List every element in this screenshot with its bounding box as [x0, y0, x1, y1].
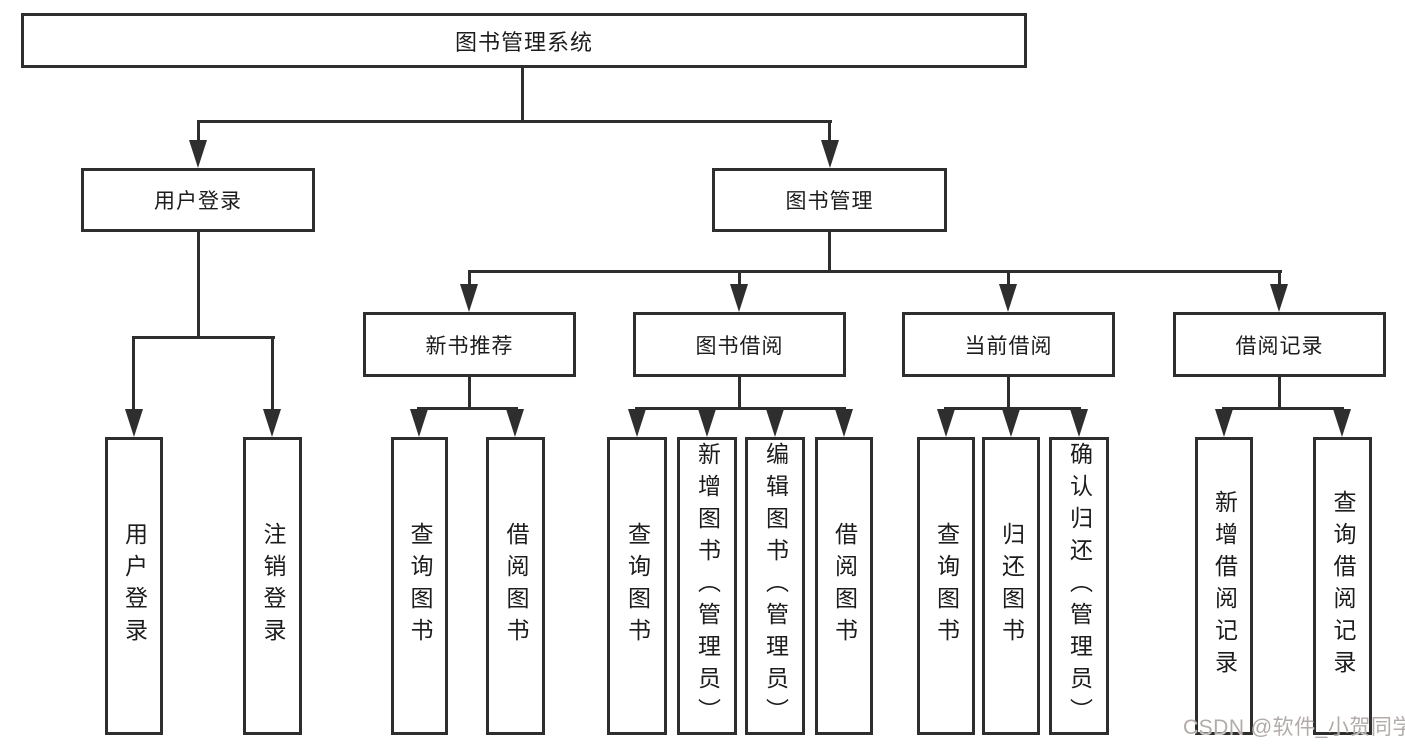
leaf-cb-return-books-label: 归还图书	[998, 522, 1025, 650]
leaf-bb-edit-books-admin-label: 编辑图书（管理员）	[762, 442, 789, 730]
leaf-bb-edit-books-admin: 编辑图书（管理员）	[745, 437, 805, 735]
leaf-user-login: 用户登录	[105, 437, 163, 735]
node-book-borrowing: 图书借阅	[633, 312, 846, 377]
leaf-cb-query-books-label: 查询图书	[933, 522, 960, 650]
arrow-down-icon	[506, 409, 524, 437]
connector-stub	[1007, 377, 1010, 407]
arrow-down-icon	[1333, 409, 1351, 437]
connector-cb-hline	[944, 407, 1081, 410]
node-current-borrowing: 当前借阅	[902, 312, 1115, 377]
connector-nbr-hline	[417, 407, 518, 410]
arrow-down-icon	[460, 284, 478, 312]
arrow-down-icon	[125, 409, 143, 437]
leaf-br-query-record: 查询借阅记录	[1313, 437, 1372, 735]
node-root-label: 图书管理系统	[454, 29, 593, 55]
arrow-down-icon	[730, 284, 748, 312]
leaf-logout-label: 注销登录	[260, 522, 286, 650]
arrow-down-icon	[999, 284, 1017, 312]
connector-br-hline	[1222, 407, 1344, 410]
leaf-cb-return-books: 归还图书	[982, 437, 1040, 735]
connector-drop	[132, 339, 135, 409]
arrow-down-icon	[1070, 409, 1088, 437]
leaf-bb-add-books-admin: 新增图书（管理员）	[677, 437, 737, 735]
node-book-management: 图书管理	[712, 168, 947, 232]
csdn-watermark: CSDN @软件_小贺同学	[1183, 716, 1405, 739]
leaf-br-query-record-label: 查询借阅记录	[1330, 490, 1356, 682]
leaf-bb-query-books-label: 查询图书	[624, 522, 651, 650]
leaf-nbr-borrow-books-label: 借阅图书	[503, 522, 529, 650]
connector-level2-hline	[468, 270, 1282, 273]
connector-stub	[1278, 377, 1281, 407]
leaf-bb-add-books-admin-label: 新增图书（管理员）	[694, 442, 721, 730]
arrow-down-icon	[1002, 409, 1020, 437]
node-new-book-recommend-label: 新书推荐	[425, 334, 514, 358]
arrow-down-icon	[410, 409, 428, 437]
connector-drop	[1278, 273, 1281, 284]
connector-bookmgmt-drop	[828, 123, 831, 140]
leaf-bb-borrow-books: 借阅图书	[815, 437, 873, 735]
connector-root-stub	[521, 68, 524, 120]
connector-bookmgmt-stub	[828, 232, 831, 270]
leaf-nbr-query-books: 查询图书	[391, 437, 448, 735]
connector-userlogin-drop	[197, 123, 200, 140]
leaf-cb-confirm-return-admin-label: 确认归还（管理员）	[1066, 442, 1093, 730]
connector-level1-hline	[197, 120, 832, 123]
leaf-cb-confirm-return-admin: 确认归还（管理员）	[1049, 437, 1109, 735]
node-borrowing-records: 借阅记录	[1173, 312, 1386, 377]
leaf-nbr-query-books-label: 查询图书	[407, 522, 433, 650]
node-user-login: 用户登录	[81, 168, 315, 232]
arrow-down-icon	[1215, 409, 1233, 437]
connector-drop	[468, 273, 471, 284]
node-new-book-recommend: 新书推荐	[363, 312, 576, 377]
leaf-br-add-record: 新增借阅记录	[1195, 437, 1253, 735]
connector-bb-hline	[635, 407, 846, 410]
node-root: 图书管理系统	[21, 13, 1027, 68]
connector-userlogin-hline	[132, 336, 275, 339]
arrow-down-icon	[698, 409, 716, 437]
connector-userlogin-stub	[197, 232, 200, 336]
connector-stub	[468, 377, 471, 407]
node-book-management-label: 图书管理	[785, 190, 874, 213]
arrow-down-icon	[628, 409, 646, 437]
arrow-down-icon	[189, 140, 207, 168]
arrow-down-icon	[1270, 284, 1288, 312]
arrow-down-icon	[821, 140, 839, 168]
leaf-user-login-label: 用户登录	[121, 522, 148, 650]
node-borrowing-records-label: 借阅记录	[1235, 334, 1324, 358]
leaf-nbr-borrow-books: 借阅图书	[486, 437, 545, 735]
node-book-borrowing-label: 图书借阅	[695, 334, 784, 358]
arrow-down-icon	[937, 409, 955, 437]
connector-drop	[271, 339, 274, 409]
arrow-down-icon	[766, 409, 784, 437]
leaf-bb-query-books: 查询图书	[607, 437, 667, 735]
arrow-down-icon	[835, 409, 853, 437]
leaf-br-add-record-label: 新增借阅记录	[1211, 490, 1238, 682]
leaf-bb-borrow-books-label: 借阅图书	[831, 522, 858, 650]
arrow-down-icon	[263, 409, 281, 437]
node-current-borrowing-label: 当前借阅	[964, 334, 1053, 358]
connector-drop	[738, 273, 741, 284]
connector-drop	[1007, 273, 1010, 284]
leaf-logout: 注销登录	[243, 437, 302, 735]
connector-stub	[738, 377, 741, 407]
leaf-cb-query-books: 查询图书	[917, 437, 975, 735]
node-user-login-label: 用户登录	[154, 190, 242, 213]
